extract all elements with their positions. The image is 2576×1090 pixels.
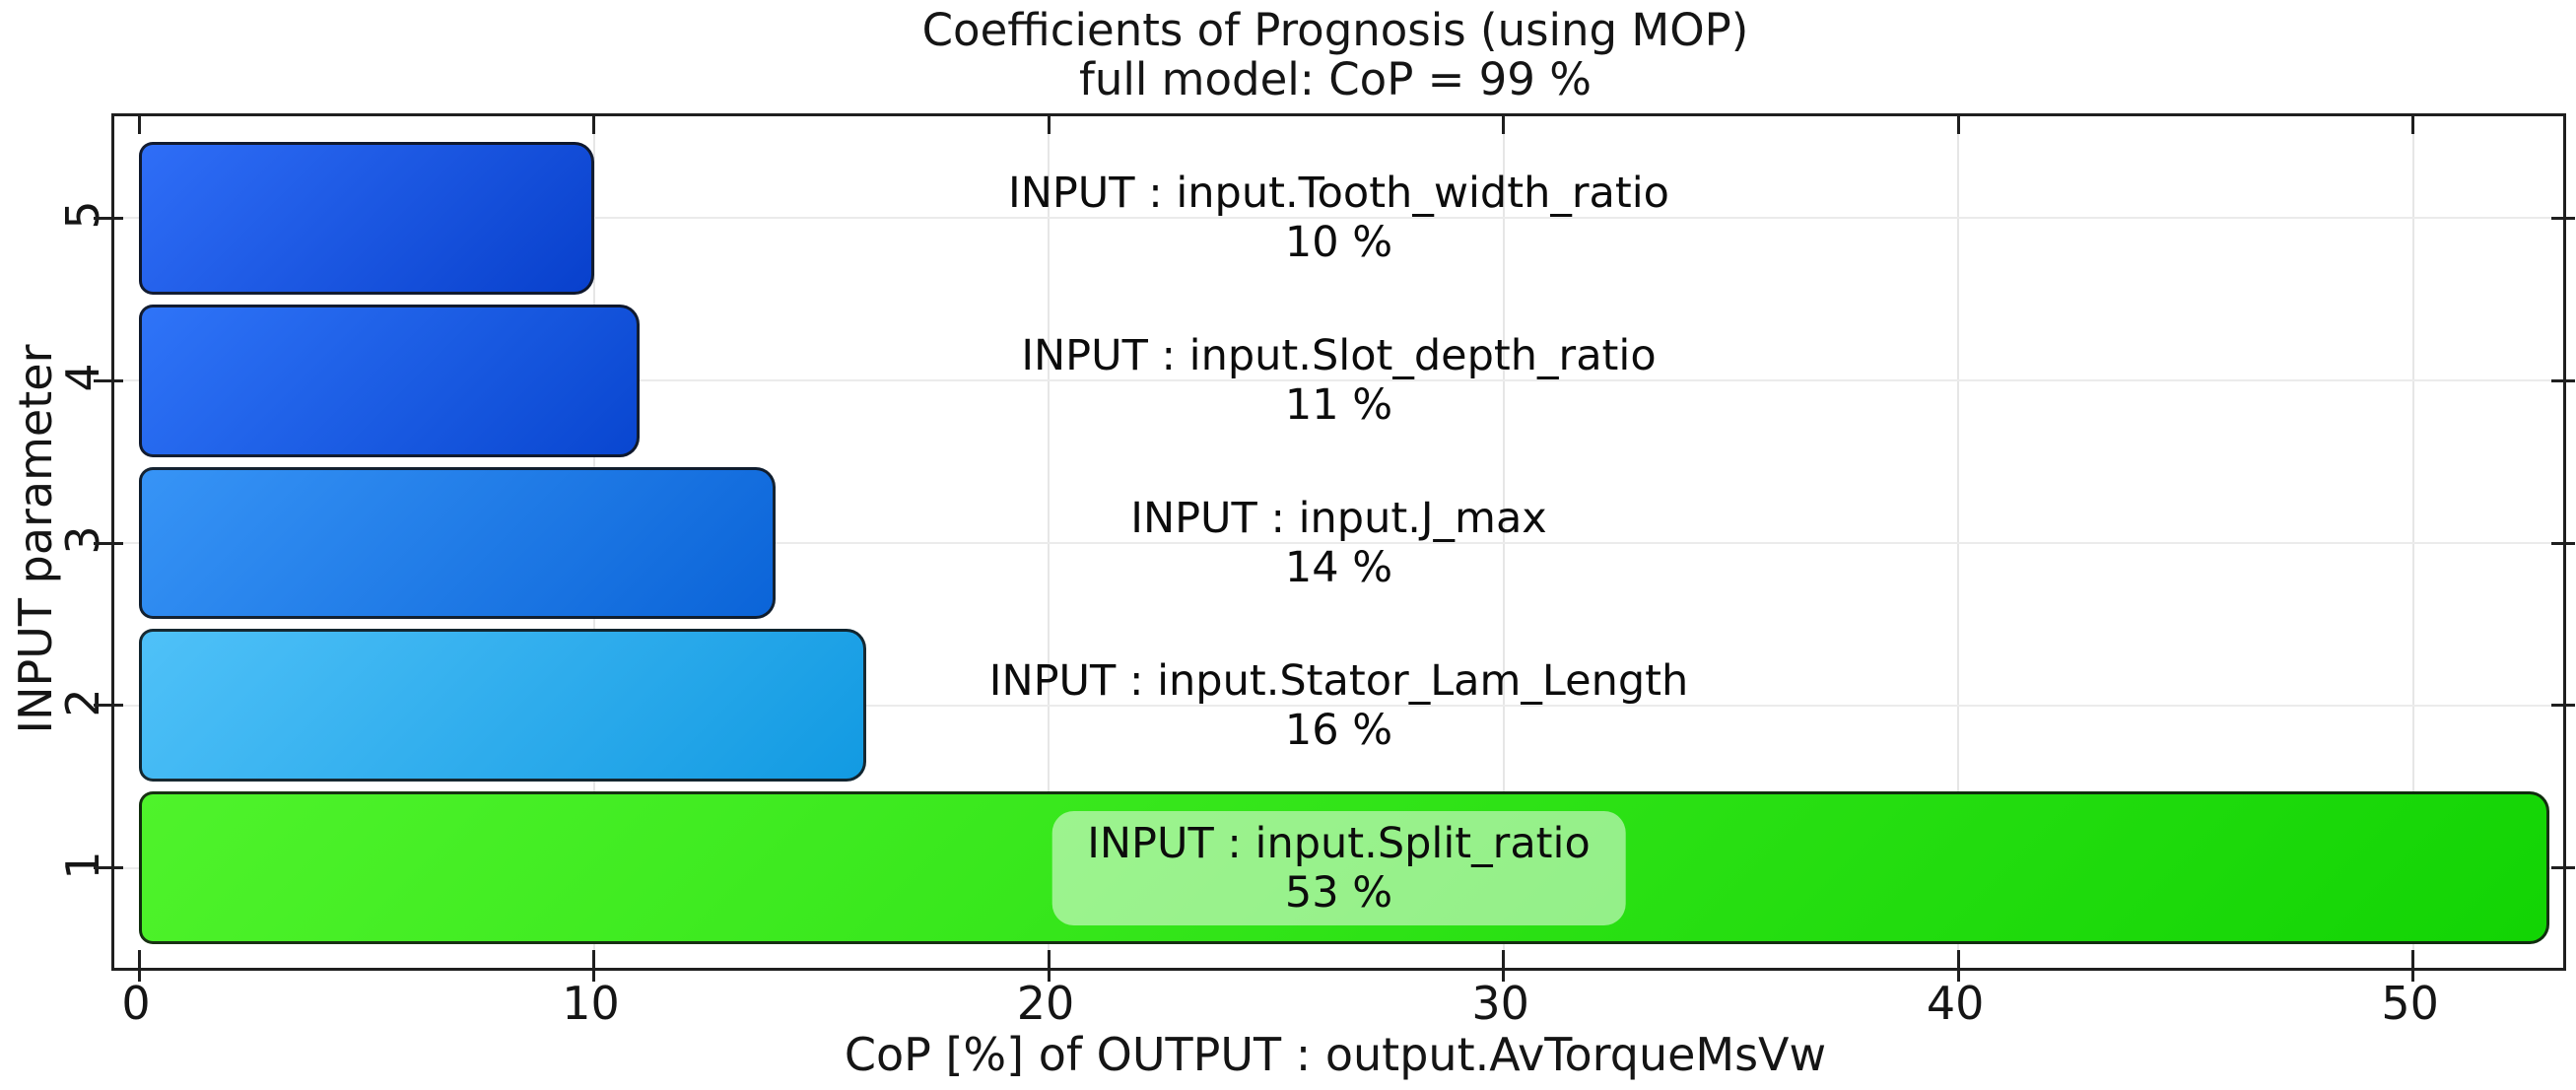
bar-label-parameter: INPUT : input.Stator_Lam_Length [988, 655, 1689, 706]
x-axis-bottom-tick [1502, 950, 1506, 982]
bar-label-value: 14 % [1284, 543, 1393, 592]
y-tick-label: 1 [56, 850, 109, 880]
x-axis-bottom-tick [592, 950, 596, 982]
x-axis-bottom-tick [1047, 950, 1051, 982]
x-axis-top-tick [1047, 116, 1051, 134]
x-axis-top-tick [2411, 116, 2415, 134]
x-axis-top-tick [592, 116, 596, 134]
bar-label-parameter: INPUT : input.Tooth_width_ratio [1008, 169, 1669, 219]
bar [139, 304, 640, 457]
y-axis-left-tick [94, 216, 123, 220]
bar-label-value: 16 % [1284, 705, 1393, 755]
bar [139, 629, 867, 783]
bar-label-parameter: INPUT : input.Split_ratio [1087, 818, 1591, 868]
x-axis-bottom-tick [137, 950, 141, 982]
y-tick-label: 3 [56, 525, 109, 555]
x-axis-top-tick [1502, 116, 1506, 134]
x-tick-label: 10 [562, 977, 620, 1030]
x-axis-top-tick [1956, 116, 1960, 134]
bar-label-parameter: INPUT : input.Slot_depth_ratio [1021, 331, 1657, 381]
y-axis-right-tick [2551, 216, 2575, 220]
y-axis-left-tick [94, 541, 123, 545]
chart-title: Coefficients of Prognosis (using MOP) fu… [922, 6, 1749, 104]
x-tick-label: 0 [121, 977, 151, 1030]
y-tick-label: 5 [56, 200, 109, 231]
chart-title-line2: full model: CoP = 99 % [1079, 53, 1592, 105]
y-axis-right-tick [2551, 866, 2575, 870]
horizontal-gridline [114, 379, 2563, 382]
y-axis-left-tick [94, 378, 123, 382]
x-axis-bottom-tick [1956, 950, 1960, 982]
bar [139, 142, 594, 295]
bar-label-value: 11 % [1284, 380, 1393, 431]
x-tick-label: 50 [2381, 977, 2439, 1030]
bar-label-value: 10 % [1284, 218, 1393, 268]
y-tick-label: 4 [56, 363, 109, 392]
bar [139, 466, 777, 620]
horizontal-gridline [114, 704, 2563, 707]
chart-title-line1: Coefficients of Prognosis (using MOP) [921, 4, 1749, 56]
bar-label-value: 53 % [1284, 867, 1393, 918]
y-axis-title: INPUT parameter [9, 344, 62, 734]
x-axis-title: CoP [%] of OUTPUT : output.AvTorqueMsVw [844, 1028, 1827, 1081]
x-tick-label: 20 [1016, 977, 1075, 1030]
y-axis-left-tick [94, 704, 123, 708]
x-axis-top-tick [137, 116, 141, 134]
y-axis-left-tick [94, 866, 123, 870]
x-tick-label: 40 [1926, 977, 1985, 1030]
y-axis-right-tick [2551, 541, 2575, 545]
x-axis-bottom-tick [2411, 950, 2415, 982]
horizontal-gridline [114, 217, 2563, 220]
y-tick-label: 2 [56, 688, 109, 717]
bar-label-parameter: INPUT : input.J_max [1130, 494, 1547, 543]
x-tick-label: 30 [1471, 977, 1529, 1030]
y-axis-right-tick [2551, 378, 2575, 382]
horizontal-gridline [114, 542, 2563, 544]
y-axis-right-tick [2551, 704, 2575, 708]
